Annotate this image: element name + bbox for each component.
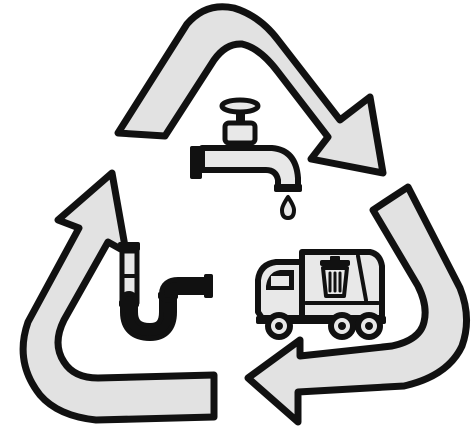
drain-pipe-icon — [118, 242, 213, 332]
water-faucet-icon — [190, 100, 302, 218]
garbage-truck-icon — [256, 252, 386, 337]
left-arrow — [23, 173, 214, 420]
